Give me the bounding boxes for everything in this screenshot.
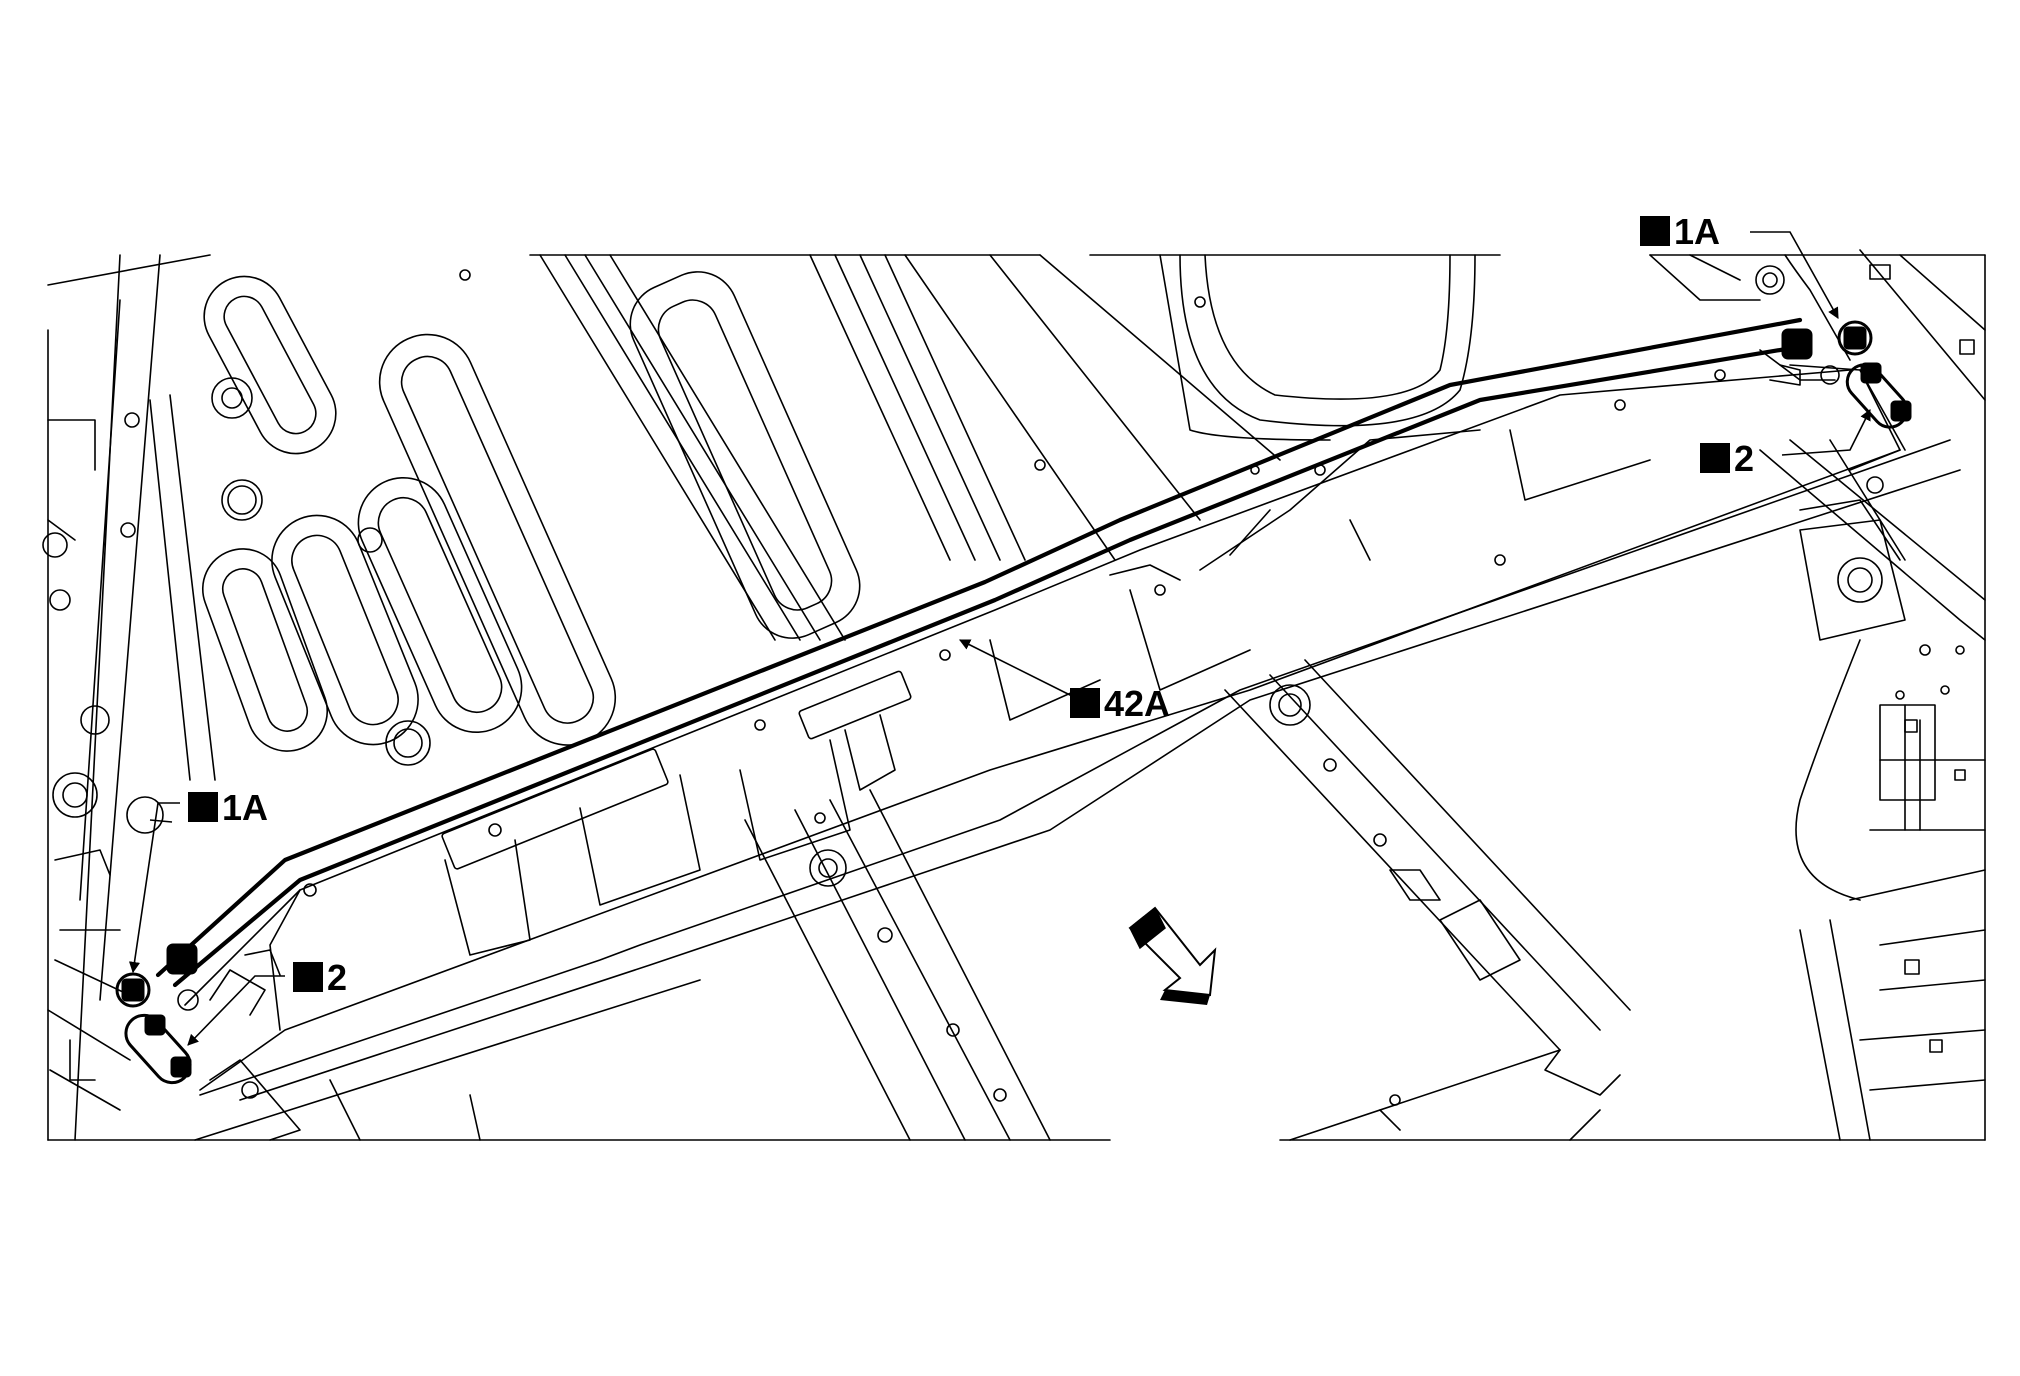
callout-1a-left-label: 1A [222, 787, 268, 828]
weld-symbol-icon [1070, 688, 1100, 718]
callout-42a-center-label: 42A [1104, 683, 1170, 724]
weld-symbol-icon [188, 792, 218, 822]
callout-1a-top-right-label: 1A [1674, 211, 1720, 252]
weld-symbol-icon [293, 962, 323, 992]
callout-2-right-label: 2 [1734, 438, 1754, 479]
lower-structure [194, 439, 1986, 1141]
callout-2-right: 2 [1700, 438, 1754, 479]
leader-lines [128, 231, 1871, 1046]
callout-2-left-label: 2 [327, 957, 347, 998]
spot-welds-left [115, 943, 198, 1085]
front-direction-arrow-icon [1128, 906, 1217, 1005]
callout-42a-center: 42A [1070, 683, 1170, 724]
callout-1a-left: 1A [188, 787, 268, 828]
callout-1a-top-right: 1A [1640, 211, 1720, 252]
callout-2-left: 2 [293, 957, 347, 998]
floor-panel-background [42, 249, 1986, 1141]
spot-welds-top-right [1781, 320, 1912, 429]
weld-symbol-icon [1640, 216, 1670, 246]
weld-symbol-icon [1700, 443, 1730, 473]
main-member-beam [155, 317, 1906, 1091]
